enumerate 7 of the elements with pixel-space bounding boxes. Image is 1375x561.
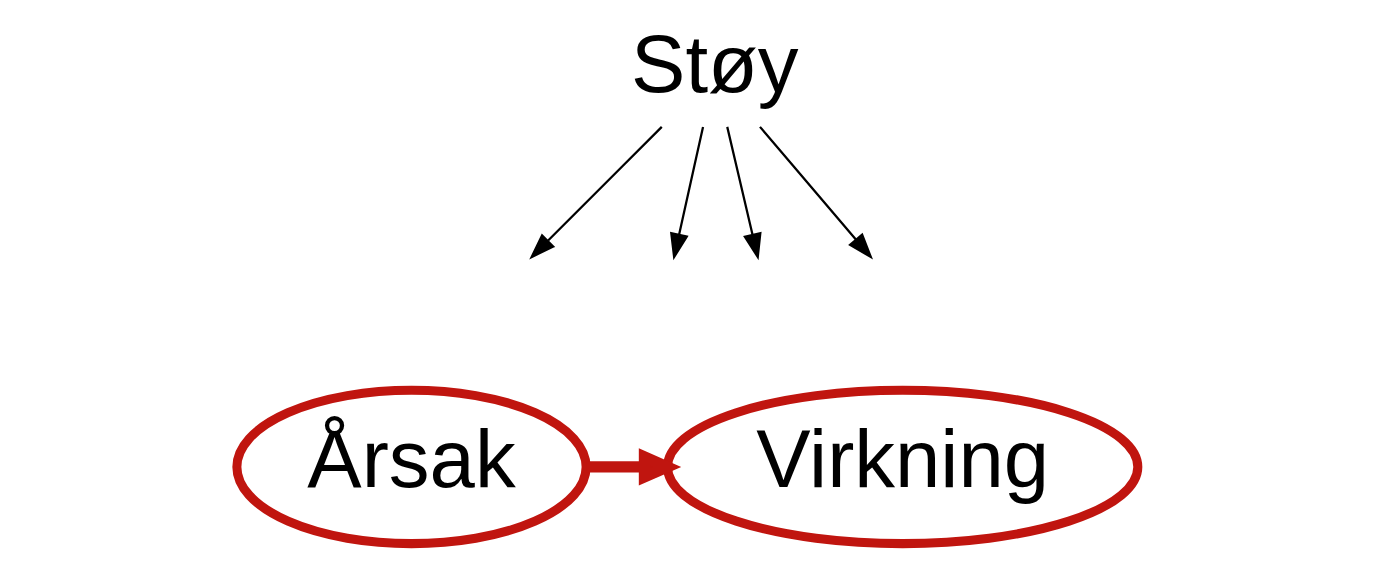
arrow [759, 126, 873, 260]
arrow [669, 126, 705, 261]
arrow [529, 126, 663, 260]
node-text: Støy [631, 17, 799, 109]
node-ellipse: Årsak [232, 385, 591, 549]
arrow [726, 126, 762, 261]
node-ellipse: Virkning [663, 385, 1143, 549]
